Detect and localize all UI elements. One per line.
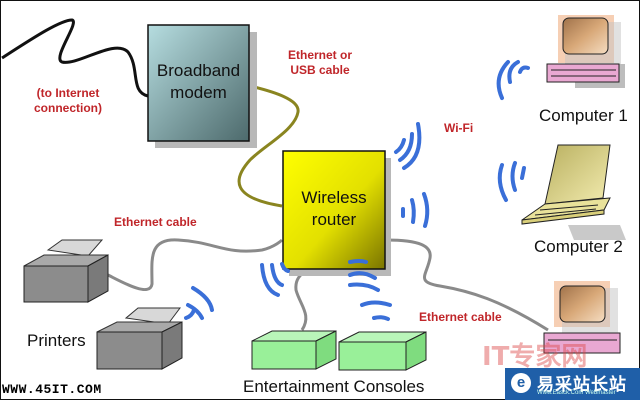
printer-1-icon [23,239,109,303]
wifi-waves-printer-icon [184,286,214,320]
modem-link-annotation-line2: USB cable [290,63,350,77]
router-label-line2: router [311,210,357,229]
console-2-icon [338,331,427,371]
computer-2-icon [521,144,626,240]
modem-label: Broadband modem [148,60,249,104]
modem-label-line2: modem [170,83,227,102]
easck-watermark-subtitle: Www.Easck.Com Webmaster [537,390,616,396]
router-box [282,150,386,270]
computer3-ethernet-cable [385,238,549,332]
wifi-waves-computer2-icon [497,161,526,202]
easck-watermark: e 易采站长站 Www.Easck.Com Webmaster [505,368,640,400]
internet-connection-annotation: (to Internet connection) [18,86,118,116]
modem-box [147,24,250,142]
router-label: Wireless router [283,187,385,231]
internet-annotation-line1: (to Internet [36,86,100,100]
wifi-waves-router-up-icon [394,122,422,170]
modem-link-annotation-line1: Ethernet or [287,48,352,62]
internet-cable [1,18,149,98]
printer-2-icon [96,307,183,370]
computer-2-label: Computer 2 [534,237,623,256]
router-label-line1: Wireless [301,188,367,207]
wifi-waves-router-left-icon [260,262,290,297]
easck-logo-icon: e [511,373,531,393]
modem-label-line1: Broadband [156,61,241,80]
computer3-cable-annotation: Ethernet cable [419,310,502,324]
wifi-waves-computer1-icon [496,60,530,100]
computer-1-icon [546,15,625,88]
computer-1-label: Computer 1 [539,106,628,125]
internet-annotation-line2: connection) [34,101,102,115]
computer-3-icon [543,281,621,354]
wifi-waves-router-right-icon [401,192,430,228]
site-watermark-45it: WWW.45IT.COM [2,382,102,397]
printer-ethernet-cable [107,238,284,291]
console-1-icon [251,330,337,370]
modem-link-annotation: Ethernet or USB cable [278,48,362,78]
easck-watermark-title: 易采站长站 [537,375,627,395]
wifi-annotation: Wi-Fi [444,121,474,135]
printer-cable-annotation: Ethernet cable [114,215,197,229]
consoles-label: Entertainment Consoles [243,377,425,396]
modem-router-cable [237,84,300,208]
it-expert-watermark: IT专家网 [482,342,588,372]
printers-label: Printers [27,331,86,350]
wifi-waves-router-down-icon [348,259,392,321]
